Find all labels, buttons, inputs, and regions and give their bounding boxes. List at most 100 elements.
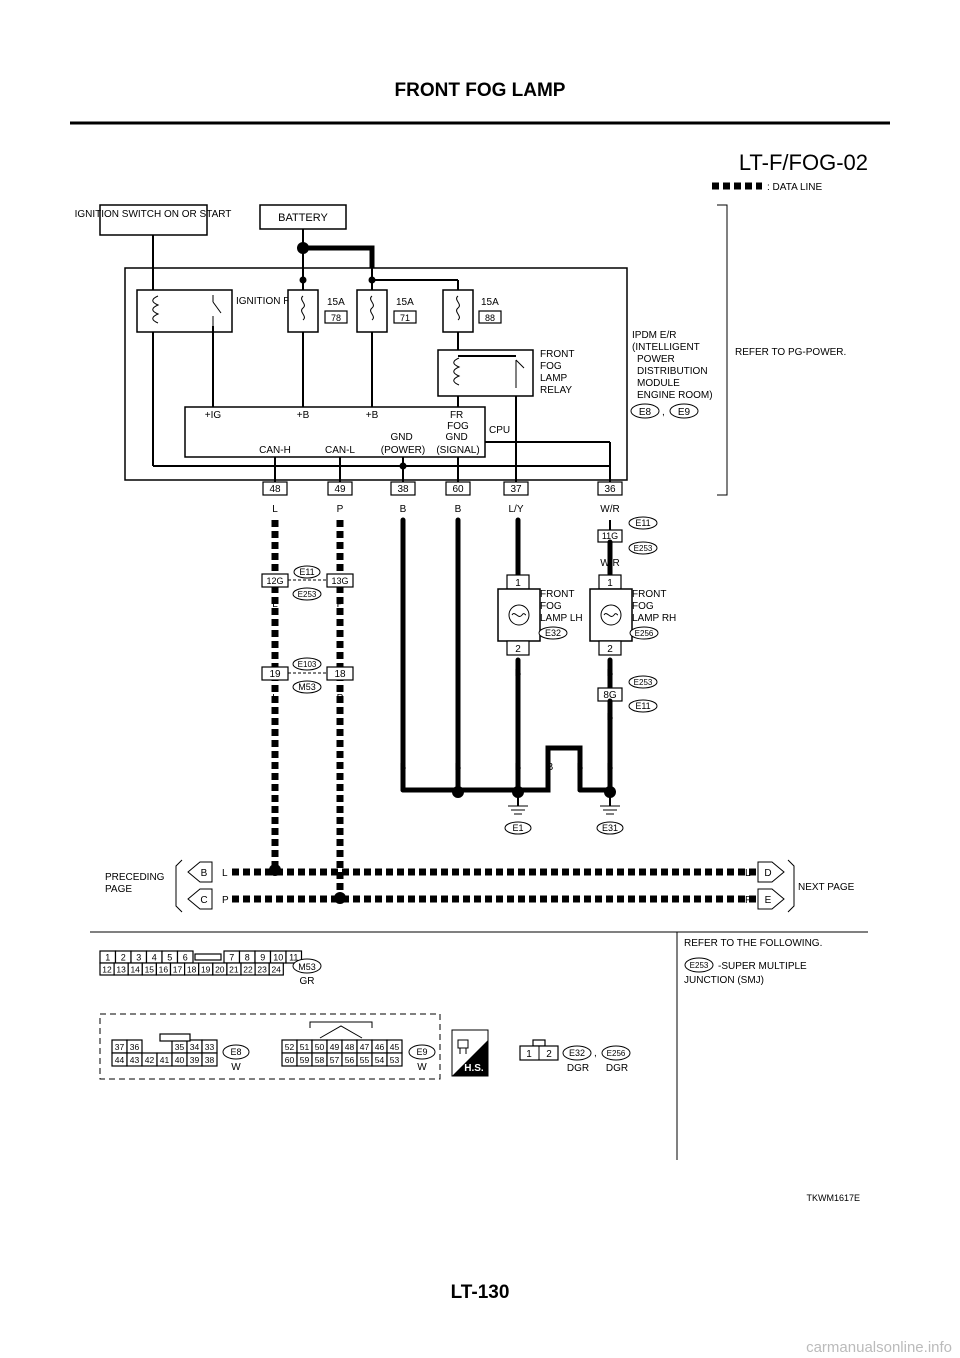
joint-8g: 8G	[603, 690, 617, 701]
svg-text:B: B	[400, 504, 407, 515]
fuse-88-amp: 15A	[481, 297, 499, 308]
m53-pin-label: 4	[152, 953, 157, 963]
cpu-term-gnd-signal: GND (SIGNAL)	[436, 432, 479, 456]
watermark: carmanualsonline.info	[806, 1339, 952, 1356]
cpu-term-ig: +IG	[205, 410, 222, 421]
e9-pin-label: 60	[285, 1055, 295, 1065]
ground-e31-symbol	[600, 796, 620, 815]
pin-49: 49	[334, 484, 346, 495]
refer-bracket	[717, 204, 728, 496]
cpu-term-can-h: CAN-H	[259, 445, 291, 456]
next-page-label: NEXT PAGE	[798, 882, 855, 893]
e8-pin-label: 42	[145, 1055, 155, 1065]
svg-text:B: B	[547, 762, 554, 773]
e9-pin-label: 56	[345, 1055, 355, 1065]
svg-text:L: L	[272, 693, 278, 704]
fog-lamp-lh-bulb	[508, 604, 530, 626]
pin-37: 37	[510, 484, 522, 495]
svg-text:P: P	[745, 895, 752, 906]
e9-pin-53	[386, 1052, 403, 1067]
ground-e1-label: E1	[512, 823, 523, 833]
svg-text:E11: E11	[635, 518, 650, 528]
svg-text:B: B	[201, 868, 208, 879]
connector-e8-label: E8	[230, 1047, 241, 1057]
connector-e256-label: E256	[607, 1049, 626, 1058]
ipdm-connector-frame	[99, 1013, 441, 1080]
ipdm-pin-connectors: 48 49 38 60 37 36	[262, 481, 623, 496]
e8-pin-label: 43	[130, 1055, 140, 1065]
e9-pin-label: 52	[285, 1042, 295, 1052]
e8-pin-label: 39	[190, 1055, 200, 1065]
m53-pin-label: 15	[145, 965, 155, 975]
link-arrow-b	[187, 861, 213, 883]
svg-text:,: ,	[662, 407, 665, 418]
e8-pin-label: 33	[205, 1042, 215, 1052]
fog-lamp-lh-body	[497, 588, 541, 642]
e8-pin-label: 44	[115, 1055, 125, 1065]
m53-pin-label: 2	[121, 953, 126, 963]
e9-pin-label: 50	[315, 1042, 325, 1052]
diagram-code: LT-F/FOG-02	[739, 150, 868, 175]
joint-18: 18	[334, 669, 346, 680]
joint-e11-label: E11	[299, 567, 314, 577]
m53-pin-label: 18	[187, 965, 197, 975]
svg-text:C: C	[200, 895, 207, 906]
figure-code: TKWM1617E	[806, 1193, 860, 1203]
fuse-88-box	[442, 289, 474, 333]
svg-text:B: B	[455, 762, 462, 773]
lamp-connector: 1 2	[519, 1039, 559, 1061]
cpu-box	[184, 406, 486, 458]
m53-pin-label: 21	[229, 965, 239, 975]
m53-pin-label: 7	[229, 953, 234, 963]
fuse-78-amp: 15A	[327, 297, 345, 308]
data-line-legend-text: : DATA LINE	[767, 182, 823, 193]
fog-lamp-rh-connector: E256	[635, 629, 654, 638]
pin-36: 36	[604, 484, 616, 495]
m53-pin-label: 10	[273, 953, 283, 963]
m53-pin-24	[268, 962, 284, 976]
connector-e9-label: E9	[416, 1047, 427, 1057]
fog-lamp-lh-connector: E32	[545, 628, 561, 638]
link-arrow-e	[757, 888, 785, 910]
ignition-switch-label: IGNITION SWITCH ON OR START	[75, 209, 232, 220]
svg-text:1: 1	[607, 578, 613, 589]
m53-pin-label: 22	[243, 965, 253, 975]
svg-text:P: P	[337, 693, 344, 704]
svg-text:2: 2	[546, 1049, 552, 1060]
joint-e253-label: E253	[298, 590, 317, 599]
m53-pin-label: 5	[167, 953, 172, 963]
svg-text:P: P	[222, 895, 229, 906]
joint-12g: 12G	[266, 576, 283, 586]
pin-60: 60	[452, 484, 464, 495]
svg-text:E11: E11	[635, 701, 650, 711]
fuse-88-symbol	[456, 295, 460, 321]
e8-pin-label: 40	[175, 1055, 185, 1065]
link-arrow-c	[187, 888, 213, 910]
ipdm-er-label: IPDM E/R (INTELLIGENT POWER DISTRIBUTION…	[632, 330, 713, 401]
svg-text:1: 1	[526, 1049, 532, 1060]
m53-pin-label: 17	[173, 965, 183, 975]
connector-e32-label: E32	[569, 1048, 585, 1058]
e9-pin-label: 51	[300, 1042, 310, 1052]
e8-pin-label: 37	[115, 1042, 125, 1052]
connector-e8-color: W	[231, 1062, 241, 1073]
ignition-relay-label: IGNITION RELAY	[236, 296, 316, 307]
refer-smj-connector: E253	[690, 961, 709, 970]
fog-lamp-rh-bulb	[600, 604, 622, 626]
fog-relay-label: FRONT FOG LAMP RELAY	[540, 349, 577, 396]
e9-pin-label: 45	[390, 1042, 400, 1052]
pin-48: 48	[269, 484, 281, 495]
e9-pin-label: 54	[375, 1055, 385, 1065]
battery-label: BATTERY	[278, 212, 328, 224]
fuse-71-box	[356, 289, 388, 333]
cpu-label: CPU	[489, 425, 510, 436]
ignition-relay-box	[136, 289, 233, 333]
svg-text:D: D	[764, 868, 771, 879]
svg-text:1: 1	[515, 578, 521, 589]
m53-pin-label: 12	[102, 965, 112, 975]
fuse-78-box	[287, 289, 319, 333]
cpu-term-b1: +B	[297, 410, 310, 421]
cpu-term-gnd-power: GND (POWER)	[381, 432, 425, 456]
